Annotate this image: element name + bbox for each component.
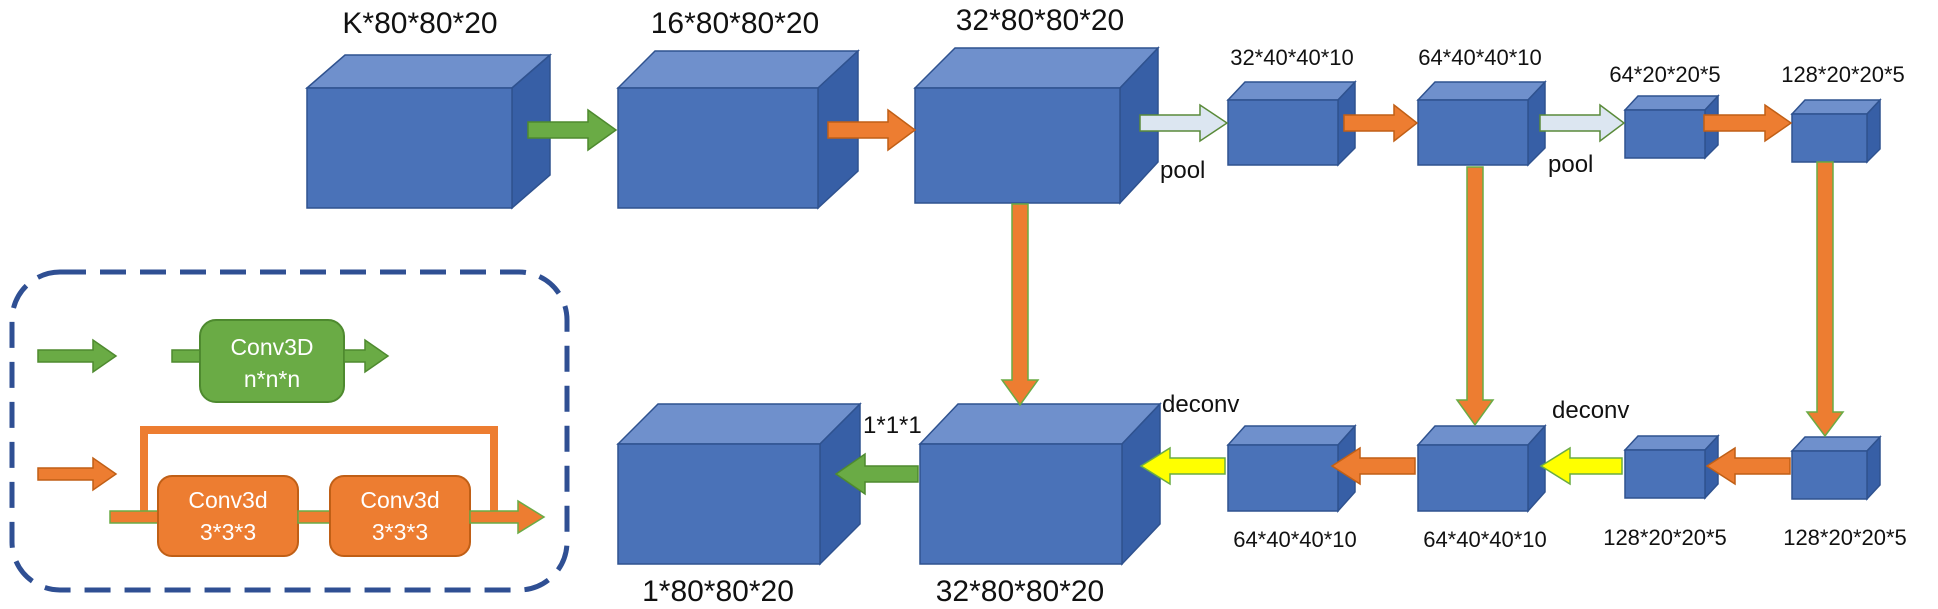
cube-front	[1624, 449, 1706, 499]
deconv-label-1: deconv	[1162, 391, 1239, 418]
final-conv-label: 1*1*1	[863, 412, 922, 439]
cube-top	[1416, 425, 1547, 446]
pool-arrow-2	[1539, 103, 1626, 143]
cube-front	[919, 443, 1123, 565]
legend-conv-line2: n*n*n	[244, 366, 300, 392]
cube-top	[918, 403, 1162, 445]
cube-output	[616, 402, 862, 566]
pool-label-2: pool	[1548, 151, 1593, 178]
label-level3-b: 128*20*20*5	[1781, 62, 1905, 87]
cube-top	[1623, 95, 1720, 111]
cube-top	[913, 47, 1160, 89]
cube-front	[1417, 99, 1529, 166]
cube-level2-a	[1226, 80, 1357, 167]
cube-conv2	[913, 46, 1160, 205]
cube-top	[1790, 436, 1882, 452]
cube-level2-b	[1416, 80, 1547, 167]
legend-conv-lead	[171, 349, 203, 363]
cube-up3-a	[1623, 434, 1720, 500]
legend-res1-line1: Conv3d	[188, 487, 267, 513]
green-arrow-output	[834, 452, 919, 496]
label-up2-a: 64*40*40*10	[1233, 527, 1357, 552]
cube-front	[1417, 444, 1529, 512]
legend-green-arrow	[37, 338, 118, 374]
cube-front	[1791, 113, 1868, 163]
legend-res1-line2: 3*3*3	[200, 519, 256, 545]
label-up2-b: 64*40*40*10	[1423, 527, 1547, 552]
pool-label-1: pool	[1160, 157, 1205, 184]
label-input: K*80*80*20	[342, 7, 497, 40]
skip-arrow-level1	[1000, 203, 1040, 407]
label-up1: 32*80*80*20	[936, 575, 1105, 608]
deconv-label-2: deconv	[1552, 397, 1629, 424]
cube-up3-b	[1790, 435, 1882, 501]
legend-res-lead	[109, 510, 161, 524]
label-up3-b: 128*20*20*5	[1783, 525, 1907, 550]
green-arrow-1	[527, 108, 618, 152]
pool-arrow-1	[1139, 103, 1229, 143]
cube-top	[1226, 425, 1357, 446]
label-level3-a: 64*20*20*5	[1609, 62, 1720, 87]
cube-front	[914, 87, 1121, 204]
cube-front	[617, 443, 821, 565]
cube-top	[616, 50, 860, 89]
legend-res2-line1: Conv3d	[360, 487, 439, 513]
legend-residual-bypass	[140, 426, 498, 515]
cube-front	[1227, 444, 1339, 512]
cube-up2-a	[1226, 424, 1357, 513]
cube-front	[1791, 450, 1868, 500]
orange-arrow-up2	[1330, 446, 1416, 486]
orange-arrow-up3	[1705, 446, 1791, 486]
legend-res2-line2: 3*3*3	[372, 519, 428, 545]
legend-frame	[9, 269, 570, 593]
cube-conv1	[616, 49, 860, 210]
cube-level3-b	[1790, 98, 1882, 164]
cube-top	[1790, 99, 1882, 115]
cube-up1	[918, 402, 1162, 566]
label-conv1: 16*80*80*20	[651, 7, 820, 40]
cube-input	[304, 53, 553, 210]
legend-res-mid	[297, 510, 333, 524]
label-level2-a: 32*40*40*10	[1230, 45, 1354, 70]
orange-arrow-2	[1343, 103, 1419, 143]
label-level2-b: 64*40*40*10	[1418, 45, 1542, 70]
legend-conv-line1: Conv3D	[230, 334, 313, 360]
deconv-arrow-2	[1139, 446, 1226, 486]
legend-orange-arrow	[37, 456, 118, 492]
cube-top	[1623, 435, 1720, 451]
cube-front	[617, 87, 819, 209]
legend-res-out-arrow	[469, 499, 546, 535]
legend-conv-out-arrow	[343, 338, 390, 374]
orange-arrow-3	[1703, 103, 1793, 143]
skip-arrow-level3	[1805, 161, 1845, 438]
cube-front	[306, 87, 513, 209]
deconv-arrow-1	[1539, 446, 1623, 486]
skip-arrow-level2	[1455, 166, 1495, 427]
cube-top	[1226, 81, 1357, 101]
label-conv2: 32*80*80*20	[956, 4, 1125, 37]
cube-top	[1416, 81, 1547, 101]
label-output: 1*80*80*20	[642, 575, 794, 608]
cube-top	[616, 403, 862, 445]
orange-arrow-1	[827, 108, 917, 152]
label-up3-a: 128*20*20*5	[1603, 525, 1727, 550]
cube-top	[304, 54, 553, 89]
cube-front	[1624, 109, 1706, 159]
cube-front	[1227, 99, 1339, 166]
cube-level3-a	[1623, 94, 1720, 160]
cube-up2-b	[1416, 424, 1547, 513]
